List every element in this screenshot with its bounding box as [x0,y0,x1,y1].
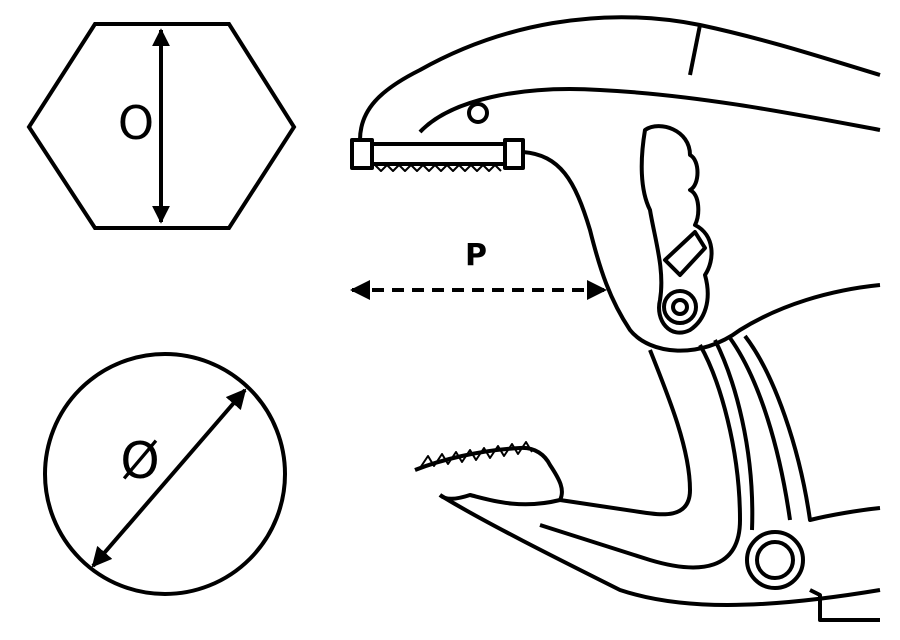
opening-label: P [465,238,487,273]
hexagon-nut-icon [26,22,297,230]
round-pipe-icon [43,352,287,596]
hex-label: O [118,96,154,150]
round-label: Ø [120,432,159,490]
diameter-arrow [91,388,247,568]
pliers-drawing [350,15,881,622]
